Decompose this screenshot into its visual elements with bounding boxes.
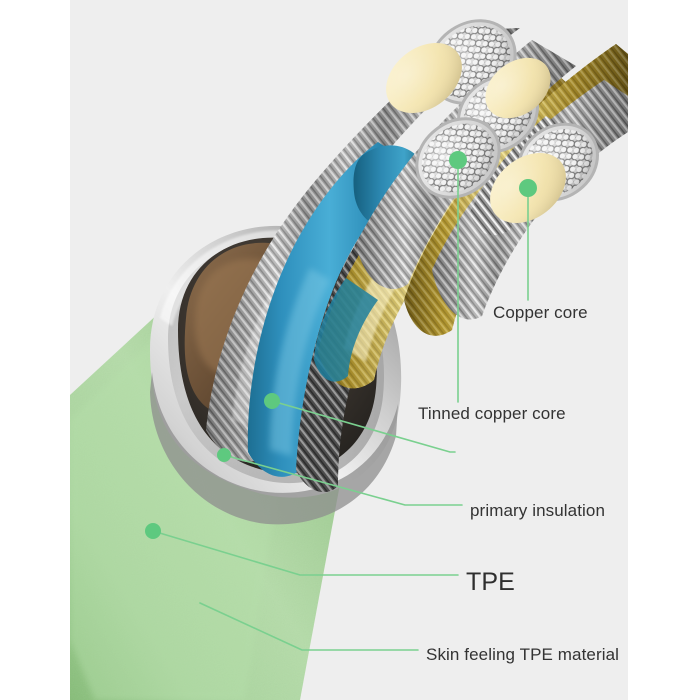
inner-core-collar <box>314 278 378 382</box>
leader-inner-core <box>271 400 456 453</box>
callout-label-primary-insulation: primary insulation <box>470 501 606 520</box>
callout-label-skin-feeling-tpe-material: Skin feeling TPE material <box>426 645 620 664</box>
marker-primary-insulation <box>217 448 231 462</box>
leader-skin-feeling-tpe <box>199 602 419 651</box>
marker-tinned-copper-core <box>449 151 467 169</box>
callout-leader-lines <box>152 161 529 651</box>
callout-label-copper-core: Copper core <box>493 303 588 322</box>
callout-markers <box>145 151 537 539</box>
leader-primary-insulation <box>223 454 463 506</box>
callout-label-tpe: TPE <box>466 568 515 596</box>
marker-copper-core <box>519 179 537 197</box>
callout-label-tinned-copper-core: Tinned copper core <box>418 404 566 423</box>
marker-tpe <box>145 523 161 539</box>
leader-tpe <box>152 530 459 576</box>
tinned-strand-bundle-dark <box>296 152 452 493</box>
copper-core-cut-faces <box>386 42 566 224</box>
marker-inner-core <box>264 393 280 409</box>
